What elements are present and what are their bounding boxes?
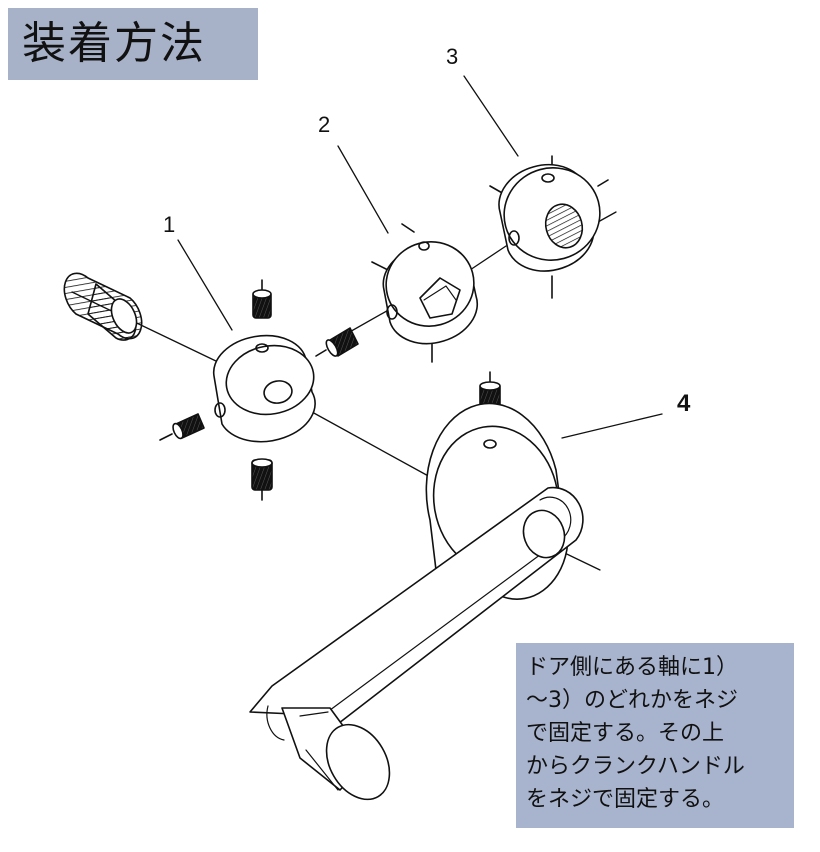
crank-handle	[249, 402, 584, 801]
part-label-1: 1	[163, 212, 176, 237]
set-screw-bottom-1	[251, 458, 273, 501]
page-title: 装着方法	[22, 18, 206, 69]
collar-3	[489, 155, 609, 299]
instruction-note: ドア側にある軸に1） ～3）のどれかをネジ で固定する。その上 からクランクハン…	[526, 655, 745, 812]
part-label-2: 2	[318, 112, 331, 137]
set-screw-left-1	[159, 413, 205, 441]
instruction-note-box: ドア側にある軸に1） ～3）のどれかをネジ で固定する。その上 からクランクハン…	[516, 643, 794, 828]
set-screw-top-1	[252, 279, 272, 319]
collar-1	[212, 334, 316, 443]
part-label-4: 4	[677, 390, 691, 417]
title-banner: 装着方法	[8, 8, 258, 80]
collar-2	[371, 223, 479, 363]
set-screw-middle	[315, 327, 359, 357]
part-label-3: 3	[446, 44, 459, 69]
door-shaft	[63, 272, 143, 341]
